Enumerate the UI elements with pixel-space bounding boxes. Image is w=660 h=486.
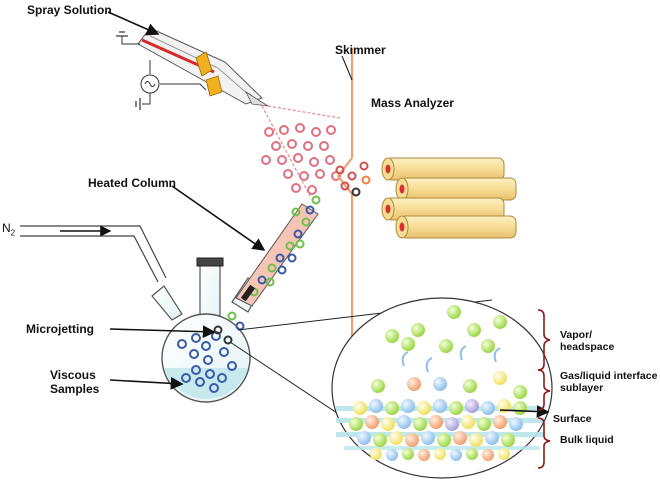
gas-liquid-interface-label: Gas/liquid interface sublayer	[560, 370, 658, 394]
heated-column	[235, 195, 321, 307]
n2-inlet-tube	[20, 225, 167, 283]
n2-subscript: 2	[10, 228, 16, 238]
spray-droplets	[261, 123, 341, 195]
region-brackets	[537, 309, 551, 469]
bulk-liquid-label: Bulk liquid	[560, 434, 614, 446]
n2-label: N2	[2, 222, 15, 239]
ion-stream	[335, 161, 371, 197]
vapor-headspace-label: Vapor/ headspace	[560, 329, 615, 353]
emitter-needle-icon	[116, 27, 269, 110]
quadrupole-rods	[381, 157, 517, 239]
microjetting-label: Microjetting	[26, 322, 94, 336]
skimmer-label: Skimmer	[335, 43, 386, 57]
mass-analyzer-label: Mass Analyzer	[371, 96, 454, 110]
surface-label: Surface	[553, 413, 592, 425]
viscous-samples-label: Viscous Samples	[50, 368, 100, 396]
skimmer-plate	[336, 48, 354, 356]
n2-main: N	[2, 221, 11, 235]
interface-zoom-view	[331, 297, 553, 479]
spray-arrow	[107, 11, 160, 36]
spray-solution-label: Spray Solution	[27, 3, 112, 17]
heated-column-label: Heated Column	[88, 176, 177, 190]
